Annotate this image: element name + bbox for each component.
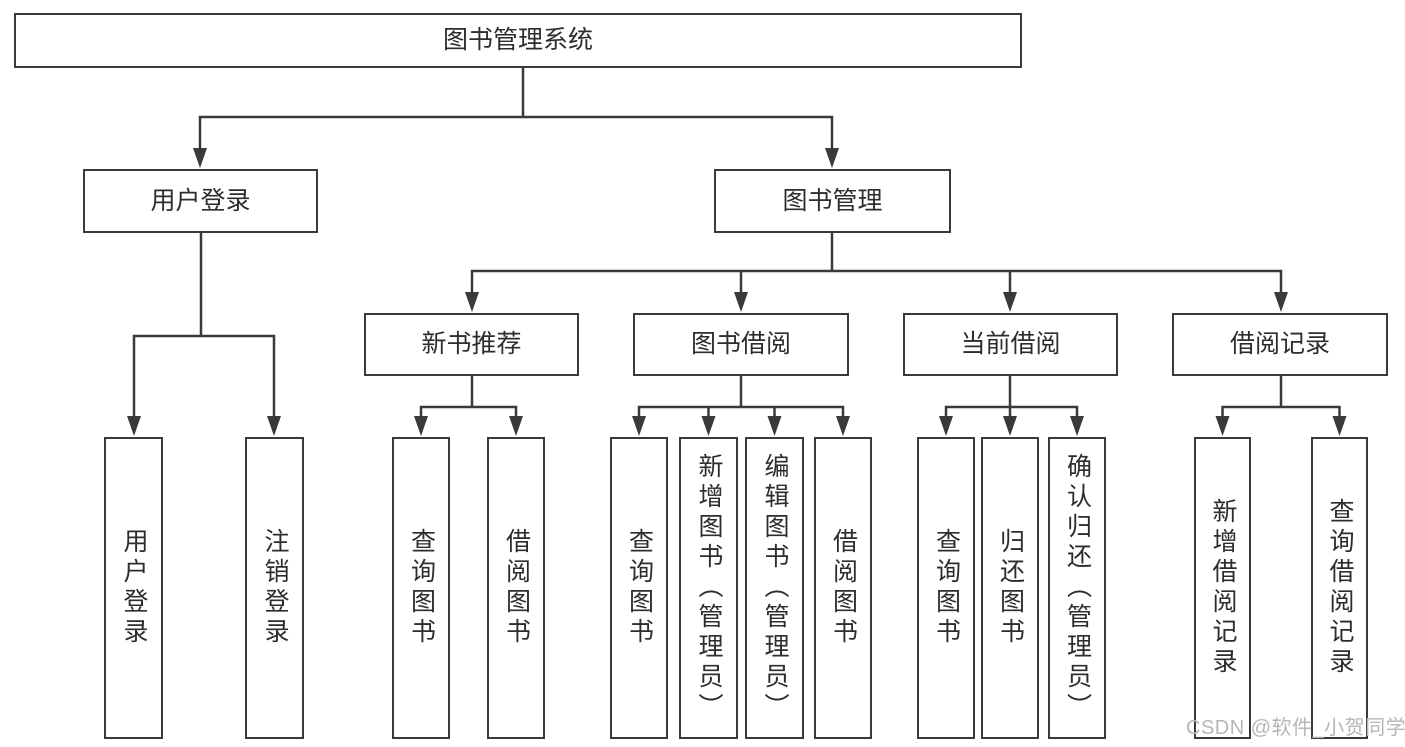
arrowhead	[1003, 416, 1017, 436]
node-library-system: 图书管理系统	[14, 13, 1022, 68]
node-current-borrow-label: 当前借阅	[960, 330, 1061, 358]
leaf-query-borrow-record: 查询借阅记录	[1311, 437, 1368, 739]
node-new-book-recommend-label: 新书推荐	[421, 330, 522, 358]
arrowhead	[1070, 416, 1084, 436]
leaf-query-books-borrow-label: 查询图书	[625, 528, 654, 648]
leaf-add-book-admin-label: 新增图书（管理员）	[695, 453, 723, 723]
leaf-logout: 注销登录	[245, 437, 304, 739]
leaf-query-books-current: 查询图书	[917, 437, 975, 739]
leaf-query-books-recommend: 查询图书	[392, 437, 450, 739]
leaf-return-book: 归还图书	[981, 437, 1039, 739]
node-borrow-records: 借阅记录	[1172, 313, 1388, 376]
arrowhead	[701, 416, 716, 436]
leaf-add-borrow-record-label: 新增借阅记录	[1209, 498, 1237, 678]
csdn-watermark: CSDN @软件_小贺同学	[1186, 717, 1405, 739]
leaf-add-borrow-record: 新增借阅记录	[1194, 437, 1251, 739]
node-user-login: 用户登录	[83, 169, 318, 233]
leaf-confirm-return-admin-label: 确认归还（管理员）	[1063, 453, 1092, 723]
arrowhead	[825, 148, 839, 168]
arrowhead	[465, 292, 479, 312]
leaf-return-book-label: 归还图书	[996, 528, 1025, 648]
arrowhead	[509, 416, 523, 436]
arrowhead	[632, 416, 646, 436]
node-book-management-label: 图书管理	[782, 186, 883, 215]
leaf-borrow-books-2: 借阅图书	[814, 437, 872, 739]
node-library-system-label: 图书管理系统	[442, 26, 593, 54]
node-borrow-records-label: 借阅记录	[1229, 330, 1330, 358]
node-book-borrow-label: 图书借阅	[690, 330, 791, 358]
arrowhead	[767, 416, 782, 436]
leaf-query-books-current-label: 查询图书	[932, 528, 961, 648]
leaf-user-login: 用户登录	[104, 437, 163, 739]
arrowhead	[836, 416, 850, 436]
leaf-edit-book-admin-label: 编辑图书（管理员）	[761, 453, 789, 723]
leaf-borrow-books-2-label: 借阅图书	[829, 528, 858, 648]
arrowhead	[193, 148, 207, 168]
node-user-login-label: 用户登录	[150, 186, 251, 215]
arrowhead	[1003, 292, 1017, 312]
arrowhead	[1274, 292, 1288, 312]
arrowhead	[734, 292, 748, 312]
arrowhead	[414, 416, 428, 436]
leaf-query-books-recommend-label: 查询图书	[407, 528, 436, 648]
arrowhead	[267, 416, 281, 436]
connector-root-split	[198, 67, 834, 152]
leaf-query-borrow-record-label: 查询借阅记录	[1326, 498, 1354, 678]
leaf-query-books-borrow: 查询图书	[610, 437, 668, 739]
connector-leaf-splits	[419, 374, 1341, 420]
node-new-book-recommend: 新书推荐	[364, 313, 579, 376]
leaf-borrow-books-recommend: 借阅图书	[487, 437, 545, 739]
arrowhead	[127, 416, 141, 436]
arrowhead	[939, 416, 953, 436]
leaf-logout-label: 注销登录	[261, 528, 289, 648]
node-current-borrow: 当前借阅	[903, 313, 1118, 376]
connector-user-login-split	[132, 231, 276, 420]
leaf-add-book-admin: 新增图书（管理员）	[679, 437, 738, 739]
leaf-edit-book-admin: 编辑图书（管理员）	[745, 437, 804, 739]
node-book-management: 图书管理	[714, 169, 951, 233]
leaf-borrow-books-recommend-label: 借阅图书	[502, 528, 531, 648]
connector-book-management-split	[470, 231, 1283, 296]
arrowhead	[1332, 416, 1347, 436]
arrowhead	[1215, 416, 1230, 436]
leaf-confirm-return-admin: 确认归还（管理员）	[1048, 437, 1106, 739]
leaf-user-login-label: 用户登录	[120, 528, 148, 648]
node-book-borrow: 图书借阅	[633, 313, 849, 376]
